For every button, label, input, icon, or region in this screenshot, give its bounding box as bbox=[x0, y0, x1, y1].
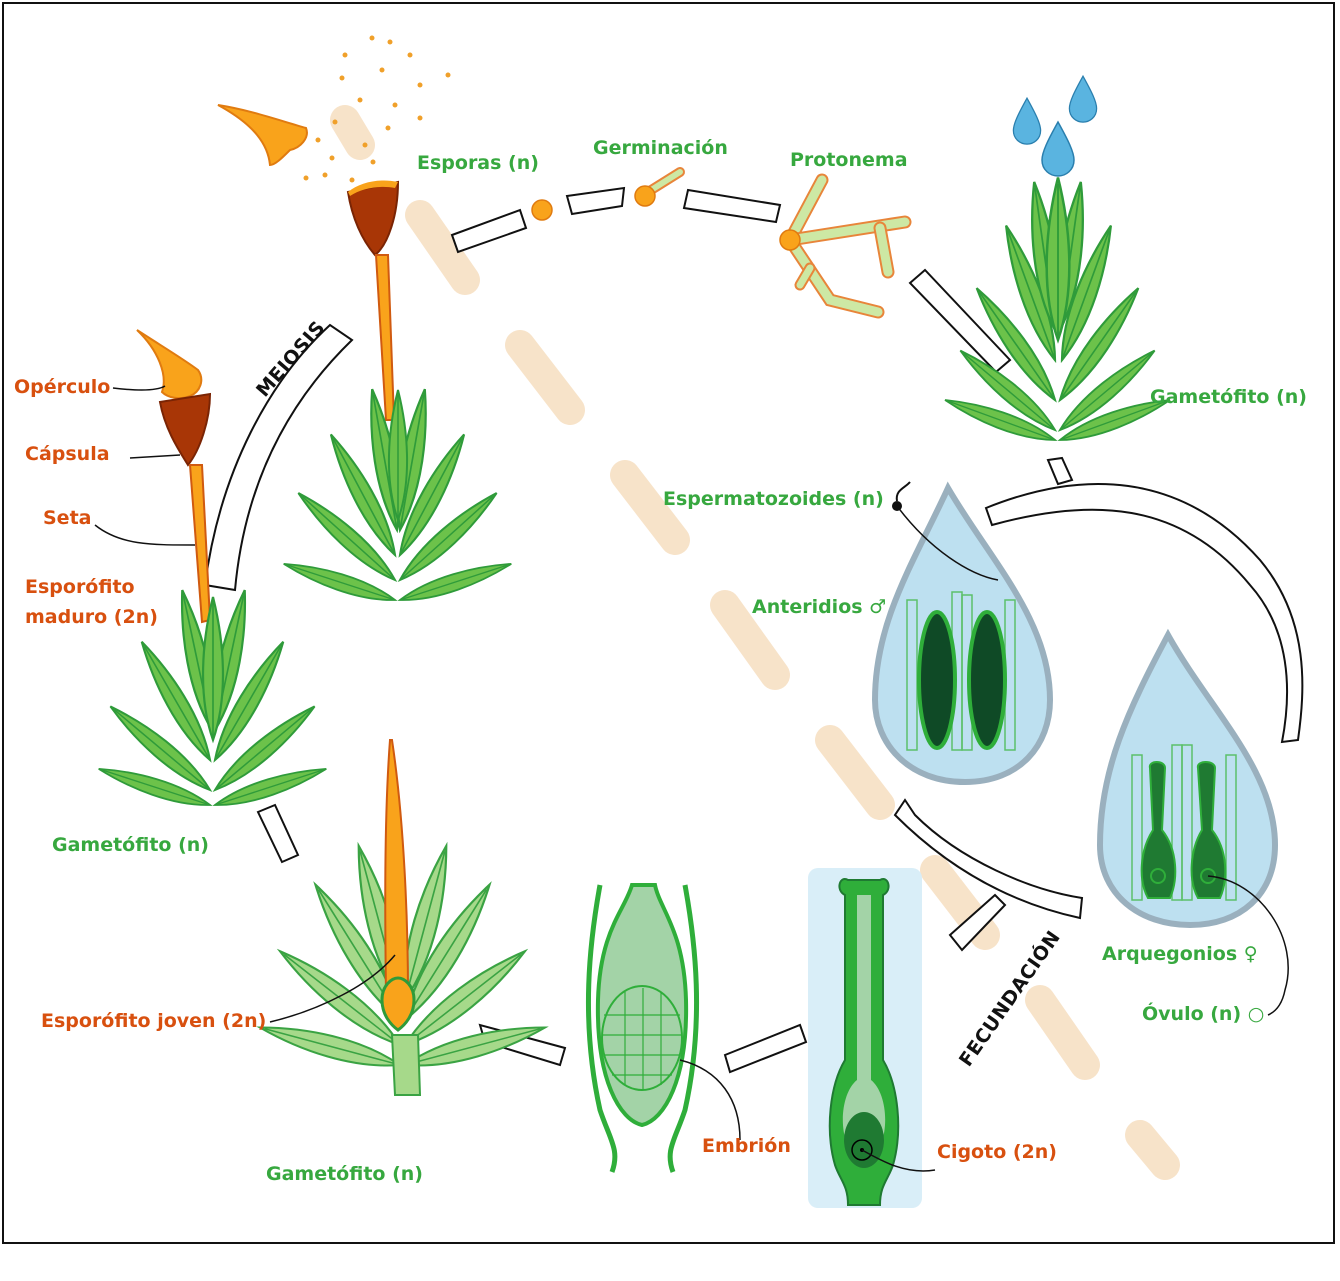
moss-plant-icon bbox=[941, 176, 1174, 449]
cycle-arrows bbox=[203, 186, 1304, 1074]
label-esporofito-maduro-1: Esporófito bbox=[25, 576, 135, 598]
protonema bbox=[779, 173, 912, 319]
opened-sporophyte-top bbox=[280, 180, 515, 609]
label-espermatozoides: Espermatozoides (n) bbox=[663, 488, 884, 510]
young-sporophyte-plant bbox=[256, 739, 549, 1096]
rain-drop-icon bbox=[1012, 75, 1098, 177]
label-esporofito-maduro-2: maduro (2n) bbox=[25, 606, 158, 628]
label-esporofito-joven: Esporófito joven (2n) bbox=[41, 1010, 267, 1032]
label-anteridios: Anteridios ♂ bbox=[752, 596, 887, 618]
mature-sporophyte-left bbox=[95, 329, 330, 814]
label-ovulo: Óvulo (n) ○ bbox=[1142, 1003, 1265, 1025]
label-arquegonios: Arquegonios ♀ bbox=[1102, 943, 1258, 965]
label-gametofito-top: Gametófito (n) bbox=[1150, 386, 1307, 408]
archegonia-container bbox=[1096, 628, 1279, 929]
label-gametofito-left: Gametófito (n) bbox=[52, 834, 209, 856]
label-operculo: Opérculo bbox=[14, 376, 111, 398]
spore-icon bbox=[531, 199, 553, 221]
antheridia-container bbox=[871, 481, 1054, 786]
label-germinacion: Germinación bbox=[593, 137, 728, 159]
spore-dots bbox=[303, 35, 451, 183]
label-capsula: Cápsula bbox=[25, 443, 110, 465]
sperm-icon bbox=[892, 481, 911, 511]
label-seta: Seta bbox=[43, 507, 92, 529]
embryo-archegonium bbox=[585, 883, 700, 1173]
label-cigoto: Cigoto (2n) bbox=[937, 1141, 1057, 1163]
label-protonema: Protonema bbox=[790, 149, 908, 171]
operculum-flying bbox=[217, 104, 308, 167]
germinating-spore bbox=[634, 167, 685, 207]
label-gametofito-bottom: Gametófito (n) bbox=[266, 1163, 423, 1185]
zygote-archegonium bbox=[808, 868, 922, 1208]
label-embrion: Embrión bbox=[702, 1135, 791, 1157]
label-esporas: Esporas (n) bbox=[417, 152, 539, 174]
leader-lines bbox=[94, 385, 1289, 1172]
